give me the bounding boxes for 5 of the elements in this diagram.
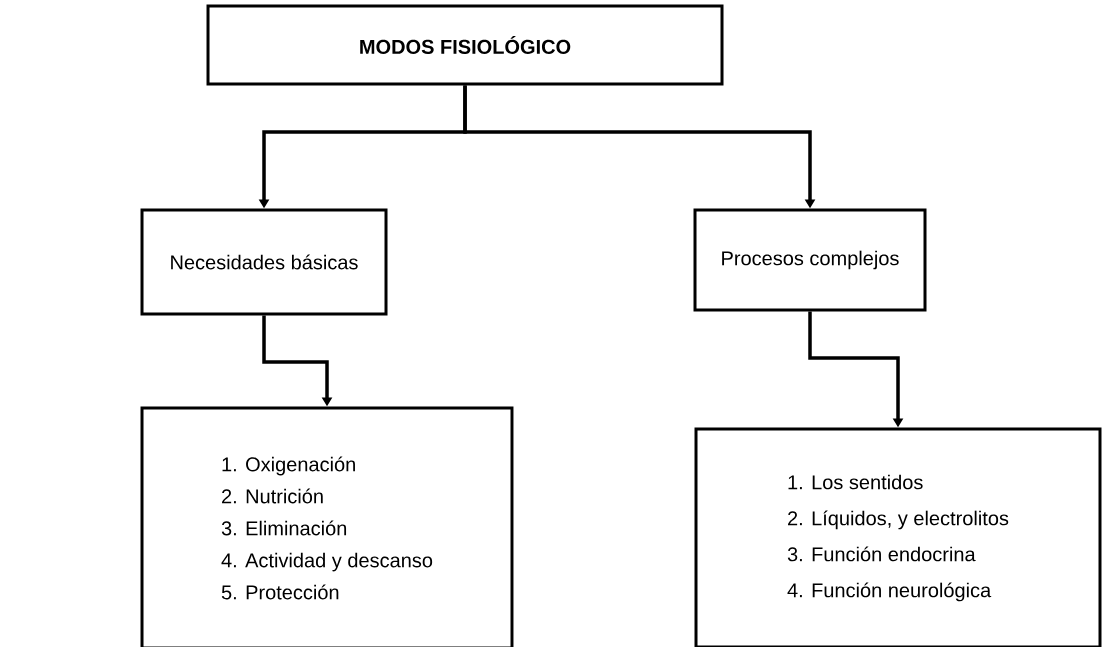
text-box: Procesos complejos: [693, 208, 927, 312]
text-box: Necesidades básicas: [140, 208, 388, 316]
list-box: 1. Los sentidos 2. Líquidos, y electrolitos 3. Función endocrina 4. Función neurológica: [694, 427, 1102, 647]
list-box: 1. Oxigenación 2. Nutrición 3. Eliminación 4. Actividad y descanso 5. Protección: [140, 406, 514, 647]
text-box: MODOS FISIOLÓGICO: [206, 4, 724, 86]
